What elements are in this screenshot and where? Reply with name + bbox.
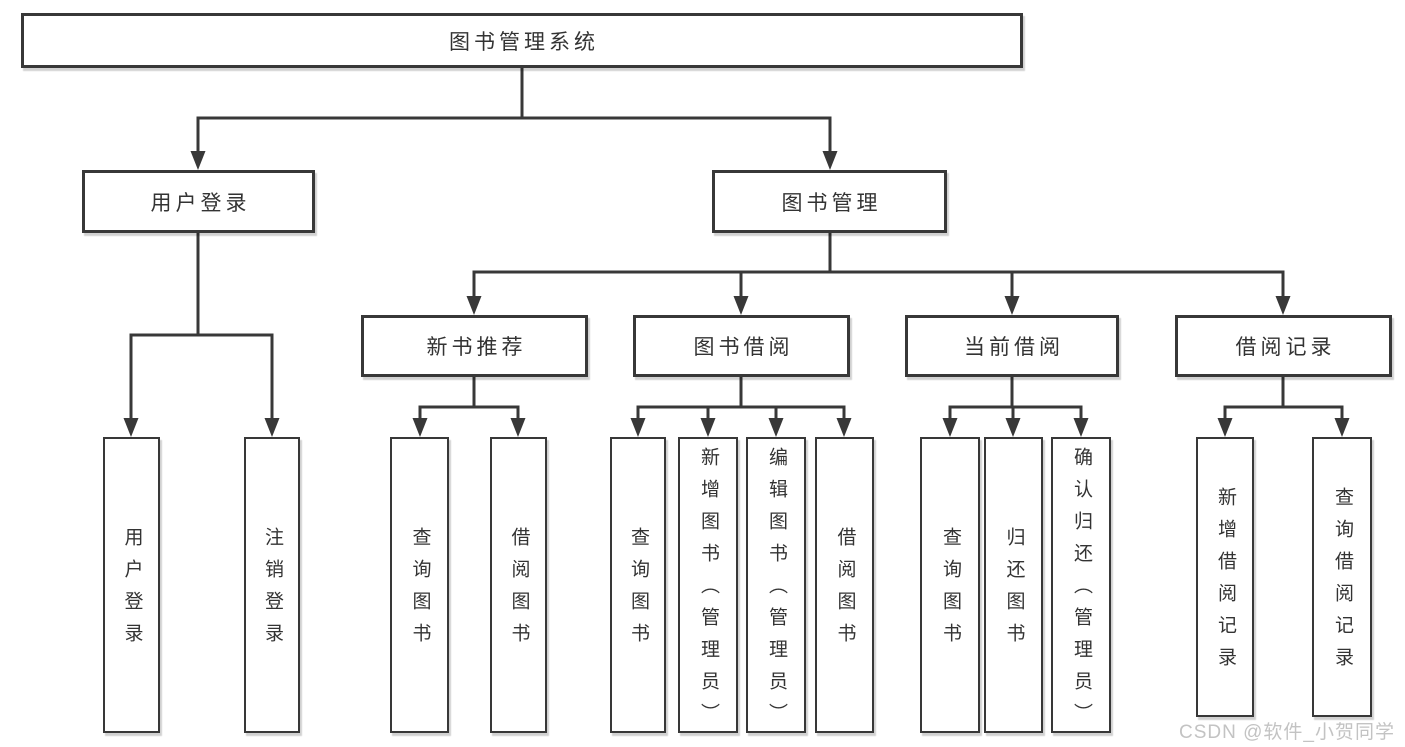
leaf-label: 查询图书 bbox=[939, 527, 961, 655]
leaf-label: 注销登录 bbox=[261, 527, 283, 655]
leaf-logout: 注销登录 bbox=[244, 437, 300, 733]
leaf-label: 新增借阅记录 bbox=[1214, 487, 1236, 679]
leaf-return-books: 归还图书 bbox=[984, 437, 1043, 733]
leaf-borrowing-borrow-books: 借阅图书 bbox=[815, 437, 874, 733]
node-system-root: 图书管理系统 bbox=[21, 13, 1023, 68]
leaf-add-borrow-record: 新增借阅记录 bbox=[1196, 437, 1254, 717]
leaf-recommend-query-books: 查询图书 bbox=[390, 437, 449, 733]
csdn-watermark: CSDN @软件_小贺同学 bbox=[1179, 722, 1395, 743]
node-book-management: 图书管理 bbox=[712, 170, 947, 233]
node-book-borrowing: 图书借阅 bbox=[633, 315, 850, 377]
leaf-borrowing-query-books: 查询图书 bbox=[610, 437, 666, 733]
leaf-label: 用户登录 bbox=[121, 527, 143, 655]
leaf-confirm-return-admin: 确认归还（管理员） bbox=[1051, 437, 1111, 735]
node-label: 图书管理 bbox=[781, 191, 882, 215]
arrowheads bbox=[123, 151, 1350, 437]
node-current-borrowing: 当前借阅 bbox=[905, 315, 1119, 377]
leaf-label: 查询借阅记录 bbox=[1331, 487, 1353, 679]
leaf-label: 借阅图书 bbox=[508, 527, 530, 655]
leaf-add-books-admin: 新增图书（管理员） bbox=[678, 437, 738, 735]
leaf-current-query-books: 查询图书 bbox=[920, 437, 980, 733]
node-label: 新书推荐 bbox=[426, 336, 527, 359]
leaf-recommend-borrow-books: 借阅图书 bbox=[490, 437, 547, 733]
leaf-label: 新增图书（管理员） bbox=[697, 447, 719, 735]
connector-lines bbox=[129, 66, 1344, 422]
node-label: 用户登录 bbox=[150, 191, 251, 215]
leaf-label: 编辑图书（管理员） bbox=[765, 447, 787, 735]
leaf-user-login: 用户登录 bbox=[103, 437, 160, 733]
leaf-label: 查询图书 bbox=[409, 527, 431, 655]
node-label: 借阅记录 bbox=[1235, 336, 1336, 359]
node-label: 图书借阅 bbox=[693, 336, 794, 359]
leaf-label: 借阅图书 bbox=[834, 527, 856, 655]
leaf-query-borrow-record: 查询借阅记录 bbox=[1312, 437, 1372, 717]
leaf-label: 查询图书 bbox=[627, 527, 649, 655]
leaf-edit-books-admin: 编辑图书（管理员） bbox=[746, 437, 806, 735]
leaf-label: 归还图书 bbox=[1003, 527, 1025, 655]
node-label: 当前借阅 bbox=[964, 336, 1064, 359]
node-borrow-records: 借阅记录 bbox=[1175, 315, 1392, 377]
node-label: 图书管理系统 bbox=[449, 30, 599, 54]
node-user-login: 用户登录 bbox=[82, 170, 315, 233]
node-new-book-recommend: 新书推荐 bbox=[361, 315, 588, 377]
leaf-label: 确认归还（管理员） bbox=[1070, 447, 1092, 735]
